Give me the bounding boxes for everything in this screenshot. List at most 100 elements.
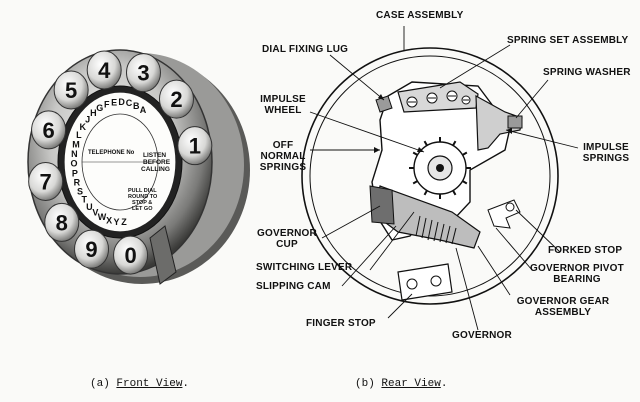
label-governor-cup: GOVERNOR CUP <box>254 228 320 250</box>
governor-cup-drawing <box>369 185 395 225</box>
card-pull-line-3: STOP & <box>132 200 152 206</box>
spring-washer-drawing <box>507 115 523 129</box>
caption-front-title: Front View <box>116 378 183 390</box>
label-governor-pivot-bearing: GOVERNOR PIVOT BEARING <box>522 263 632 285</box>
card-letter: W <box>98 212 107 222</box>
card-telephone-text: TELEPHONE No <box>88 150 135 156</box>
dial-number: 5 <box>65 78 77 103</box>
impulse-wheel-center <box>436 164 444 172</box>
card-listen-line-2: BEFORE <box>143 159 171 166</box>
wheel-tooth <box>412 151 418 156</box>
label-finger-stop: FINGER STOP <box>306 318 376 329</box>
card-letter: M <box>72 139 80 149</box>
caption-rear-prefix: (b) <box>355 378 382 390</box>
forked-stop-drawing <box>487 199 521 229</box>
finger-holes <box>28 50 213 275</box>
card-letter: C <box>126 98 133 108</box>
dial-number: 1 <box>189 134 201 159</box>
dial-number: 6 <box>42 118 54 143</box>
label-case-assembly: CASE ASSEMBLY <box>376 10 464 21</box>
label-dial-fixing-lug: DIAL FIXING LUG <box>262 44 349 55</box>
label-governor-gear-assembly: GOVERNOR GEAR ASSEMBLY <box>508 296 618 318</box>
card-letter: S <box>77 187 83 197</box>
front-finger-stop <box>149 225 177 285</box>
finger-hole <box>31 110 67 150</box>
rear-finger-stop <box>397 263 453 301</box>
dial-number: 0 <box>124 243 136 268</box>
label-forked-stop: FORKED STOP <box>548 245 623 256</box>
label-off-normal-line-1: OFF <box>272 140 294 151</box>
card-letter: D <box>118 97 125 107</box>
caption-front: (a) Front View. <box>90 378 189 390</box>
card-letter: K <box>79 122 86 132</box>
wheel-tooth <box>452 140 457 146</box>
finger-stop-screw-right <box>430 275 442 287</box>
card-letter: H <box>90 108 97 118</box>
governor-coil <box>415 215 457 245</box>
finger-stop-screw-left <box>406 278 418 290</box>
finger-hole <box>125 53 161 93</box>
label-impulse-springs: IMPULSE SPRINGS <box>576 142 636 164</box>
wheel-tooth <box>423 140 428 146</box>
label-impulse-wheel-line-1: IMPULSE <box>260 94 306 105</box>
card-letter: U <box>86 202 93 212</box>
label-impulse-springs-line-1: IMPULSE <box>583 142 629 153</box>
caption-front-prefix: (a) <box>90 378 117 390</box>
caption-rear-suffix: . <box>440 378 448 390</box>
finger-hole <box>177 126 213 166</box>
card-pull-line-1: PULL DIAL <box>128 188 157 194</box>
leader-lines <box>309 26 579 331</box>
label-spring-set-assembly: SPRING SET ASSEMBLY <box>507 35 629 46</box>
label-pivot-line-2: BEARING <box>553 274 601 285</box>
card-letter: Y <box>114 217 120 227</box>
label-impulse-springs-line-2: SPRINGS <box>582 153 630 164</box>
card-pull-line-2: ROUND TO <box>128 194 158 200</box>
label-gear-line-2: ASSEMBLY <box>534 307 592 318</box>
label-off-normal-springs: OFF NORMAL SPRINGS <box>254 140 312 173</box>
card-letter: P <box>72 168 78 178</box>
card-letter: F <box>104 100 110 110</box>
label-impulse-wheel: IMPULSE WHEEL <box>254 94 312 116</box>
forked-stop-pin <box>505 202 515 212</box>
card-letter: V <box>92 208 98 218</box>
card-letter: X <box>106 215 112 225</box>
dial-number: 2 <box>170 87 182 112</box>
dial-number: 4 <box>98 58 111 83</box>
finger-hole <box>74 229 110 269</box>
label-switching-lever: SWITCHING LEVER <box>256 262 353 273</box>
label-governor-cup-line-1: GOVERNOR <box>257 228 317 239</box>
finger-hole <box>86 50 122 90</box>
label-off-normal-line-3: SPRINGS <box>259 162 307 173</box>
wheel-tooth <box>452 190 457 196</box>
card-letter: B <box>133 101 140 111</box>
card-letter: R <box>74 178 81 188</box>
card-letter: T <box>81 195 87 205</box>
label-off-normal-line-2: NORMAL <box>260 151 306 162</box>
dial-fixing-lug-drawing <box>375 95 393 113</box>
card-listen-line-1: LISTEN <box>143 152 166 159</box>
label-pivot-line-1: GOVERNOR PIVOT <box>530 263 624 274</box>
card-pull-line-4: LET GO <box>132 206 153 212</box>
card-letter: N <box>71 149 78 159</box>
dial-number: 3 <box>137 61 149 86</box>
caption-rear-title: Rear View <box>381 378 441 390</box>
finger-hole <box>28 162 64 202</box>
wheel-tooth <box>462 151 468 156</box>
dial-number: 8 <box>56 210 68 235</box>
dial-number: 9 <box>85 237 97 262</box>
wheel-tooth <box>412 180 418 185</box>
caption-rear: (b) Rear View. <box>355 378 447 390</box>
card-letter: J <box>85 114 90 124</box>
card-letter: L <box>76 130 82 140</box>
card-listen-line-3: CALLING <box>141 166 170 173</box>
caption-front-suffix: . <box>182 378 190 390</box>
card-letter: G <box>96 103 103 113</box>
label-governor: GOVERNOR <box>452 330 512 341</box>
dial-number: 7 <box>40 170 52 195</box>
impulse-wheel-teeth <box>409 137 471 199</box>
finger-hole <box>158 79 194 119</box>
wheel-tooth <box>462 180 468 185</box>
